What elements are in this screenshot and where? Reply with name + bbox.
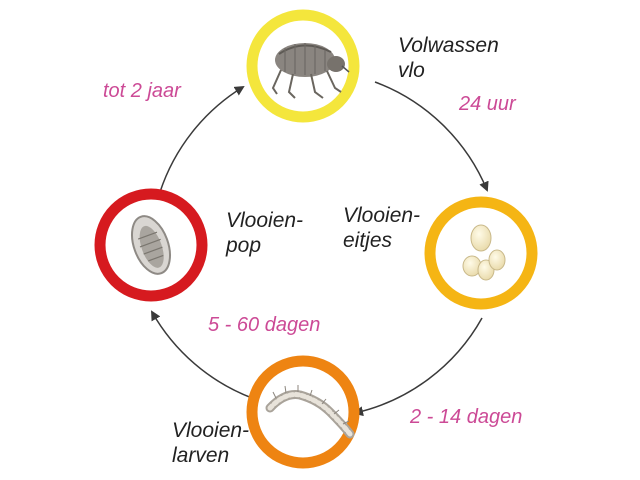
larva-icon [265, 385, 355, 439]
eggs-stage-label: Vlooien- eitjes [343, 203, 420, 253]
arrow-eggs-to-larvae [353, 317, 483, 417]
eggs-icon [462, 224, 506, 281]
larvae-stage-label: Vlooien- larven [172, 418, 249, 468]
arrow-larvae-to-pupa [151, 310, 253, 399]
pupa-label-line2: pop [226, 234, 262, 257]
pupa-stage-label: Vlooien- pop [226, 208, 303, 258]
duration-larvae-to-pupa: 5 - 60 dagen [208, 314, 321, 336]
pupa-icon [131, 215, 171, 275]
larvae-label-line1: Vlooien- [172, 419, 250, 442]
adult-label-line1: Volwassen [398, 34, 499, 57]
eggs-label-line2: eitjes [343, 229, 393, 252]
duration-pupa-to-adult: tot 2 jaar [103, 80, 181, 102]
larvae-label-line2: larven [172, 444, 230, 467]
arrow-adult-to-eggs [374, 81, 489, 192]
flea-icon [271, 43, 350, 99]
duration-adult-to-eggs: 24 uur [459, 93, 516, 115]
adult-label-line2: vlo [398, 59, 425, 82]
larvae-stage-ring [246, 355, 360, 469]
eggs-label-line1: Vlooien- [343, 204, 421, 227]
eggs-stage-ring [424, 196, 538, 310]
duration-eggs-to-larvae: 2 - 14 dagen [410, 406, 523, 428]
arrow-pupa-to-adult [159, 85, 245, 193]
adult-stage-label: Volwassen vlo [398, 33, 499, 83]
pupa-label-line1: Vlooien- [226, 209, 304, 232]
